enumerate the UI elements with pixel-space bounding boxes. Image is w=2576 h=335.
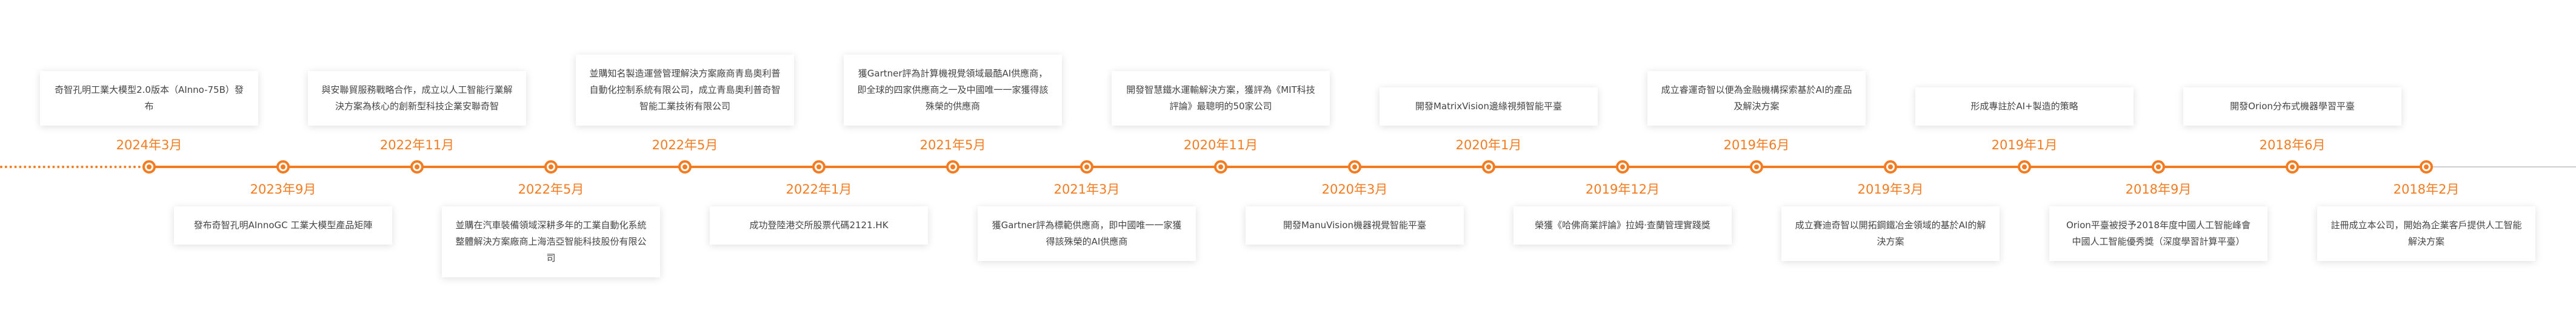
event-date: 2023年9月 (250, 182, 316, 197)
timeline-axis-end (2424, 166, 2576, 168)
event-description: 並購知名製造運營管理解決方案廠商青島奧利普自動化控制系統有限公司，成立青島奧利普… (576, 55, 794, 126)
event-date: 2020年1月 (1455, 138, 1522, 152)
event-date: 2022年11月 (379, 138, 455, 152)
timeline-node-icon (276, 160, 290, 174)
timeline-node-icon (678, 160, 692, 174)
event-date: 2019年3月 (1857, 182, 1924, 197)
event-date: 2022年5月 (518, 182, 584, 197)
event-date: 2020年11月 (1183, 138, 1258, 152)
event-description: 與安聯貿服務戰略合作，成立以人工智能行業解決方案為核心的創新型科技企業安聯奇智 (308, 71, 526, 126)
event-description: 榮獲《哈佛商業評論》拉姆·查蘭管理實踐獎 (1513, 206, 1732, 245)
event-description: 成立睿運奇智以便為金融機構探索基於AI的產品及解決方案 (1647, 71, 1866, 126)
timeline-node-icon (1884, 160, 1897, 174)
timeline-node-icon (544, 160, 558, 174)
timeline-node-icon (2152, 160, 2165, 174)
event-date: 2022年5月 (652, 138, 718, 152)
event-date: 2021年5月 (919, 138, 986, 152)
timeline-node-icon (1080, 160, 1093, 174)
event-description: 成立賽迪奇智以開拓鋼鐵冶金領域的基於AI的解決方案 (1781, 206, 2000, 261)
timeline-node-icon (1616, 160, 1629, 174)
event-date: 2022年1月 (786, 182, 852, 197)
event-description: 開發MatrixVision邊緣視頻智能平臺 (1380, 87, 1598, 126)
timeline-node-icon (1348, 160, 1361, 174)
timeline-node-icon (2420, 160, 2433, 174)
event-date: 2018年2月 (2393, 182, 2460, 197)
event-description: 奇智孔明工業大模型2.0版本（AInno-75B）發布 (40, 71, 258, 126)
timeline-node-icon (2286, 160, 2299, 174)
event-description: 成功登陸港交所股票代碼2121.HK (710, 206, 928, 245)
event-description: 並購在汽車裝備領域深耕多年的工業自動化系統整體解決方案廠商上海浩亞智能科技股份有… (442, 206, 660, 277)
event-description: 發布奇智孔明AInnoGC 工業大模型產品矩陣 (174, 206, 392, 245)
timeline-node-icon (1750, 160, 1763, 174)
event-description: 開發智慧鐵水運輸解決方案，獲評為《MIT科技評論》最聰明的50家公司 (1112, 71, 1330, 126)
event-date: 2021年3月 (1053, 182, 1120, 197)
timeline-axis (145, 166, 2424, 168)
timeline-axis-dotted-start (0, 166, 145, 168)
event-date: 2024年3月 (116, 138, 182, 152)
event-description: 開發ManuVision機器視覺智能平臺 (1246, 206, 1464, 245)
timeline-node-icon (1482, 160, 1495, 174)
event-description: Orion平臺被授予2018年度中國人工智能峰會中國人工智能優秀獎（深度學習計算… (2049, 206, 2267, 261)
event-date: 2018年9月 (2125, 182, 2192, 197)
event-description: 獲Gartner評為計算機視覺領域最酷AI供應商，即全球的四家供應商之一及中國唯… (844, 55, 1062, 126)
event-date: 2019年12月 (1585, 182, 1660, 197)
event-description: 註冊成立本公司，開始為企業客戶提供人工智能解決方案 (2317, 206, 2535, 261)
timeline-node-icon (946, 160, 959, 174)
timeline-node-icon (2018, 160, 2031, 174)
event-date: 2018年6月 (2259, 138, 2326, 152)
event-description: 形成專註於AI+製造的策略 (1915, 87, 2134, 126)
timeline-node-icon (1214, 160, 1227, 174)
timeline-node-icon (142, 160, 156, 174)
event-date: 2019年1月 (1991, 138, 2058, 152)
timeline-node-icon (410, 160, 424, 174)
timeline-node-icon (812, 160, 826, 174)
event-description: 開發Orion分布式機器學習平臺 (2183, 87, 2401, 126)
event-date: 2020年3月 (1321, 182, 1388, 197)
event-description: 獲Gartner評為標範供應商，即中國唯一一家獲得該殊榮的AI供應商 (978, 206, 1196, 261)
event-date: 2019年6月 (1723, 138, 1790, 152)
